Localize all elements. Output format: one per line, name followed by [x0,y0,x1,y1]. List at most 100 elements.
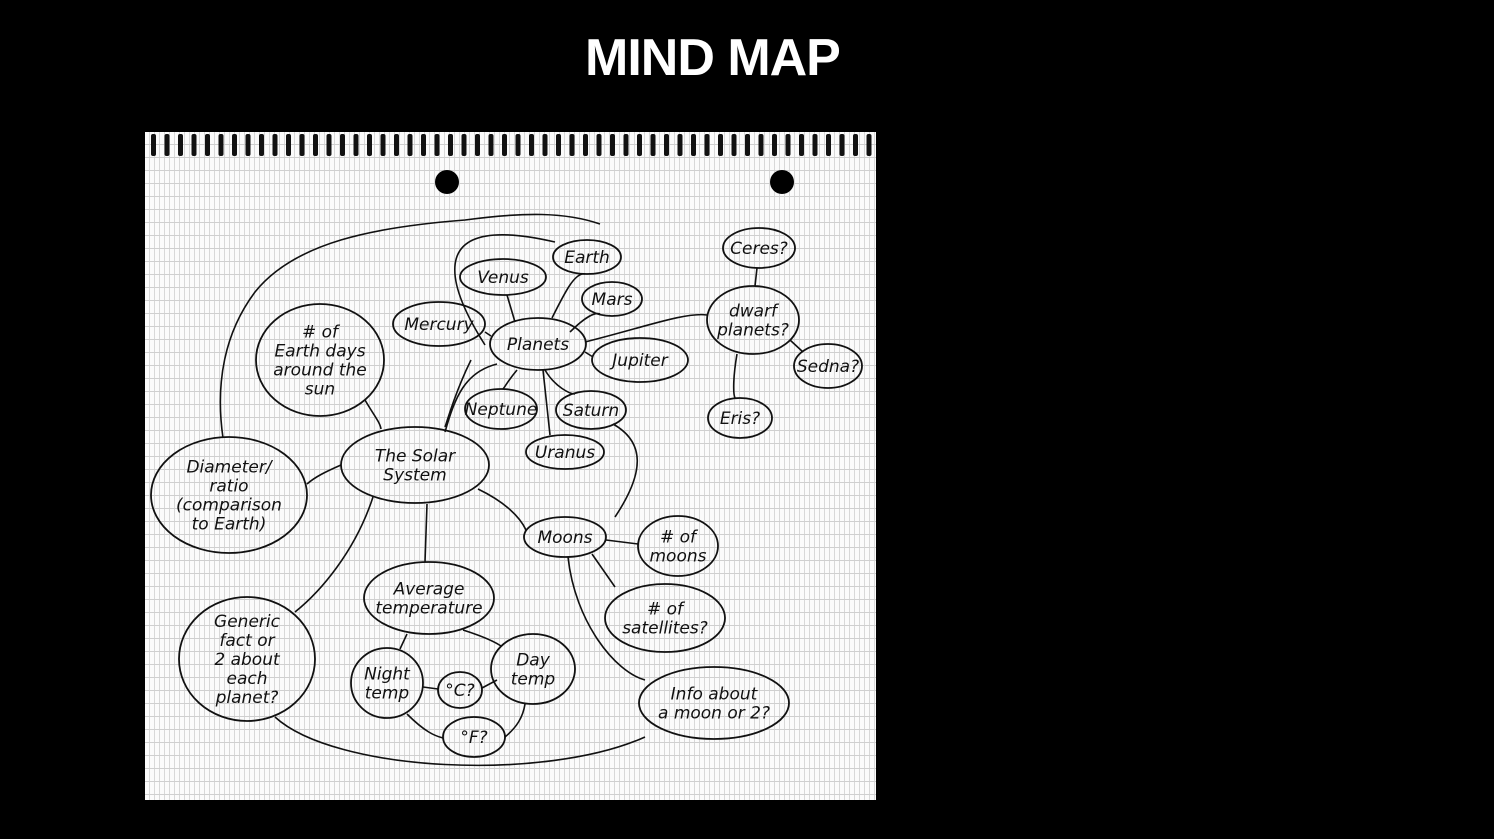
spiral-ring [866,134,872,156]
node-uranus: Uranus [525,434,605,470]
node-label: planet? [215,688,279,708]
node-label: °F? [460,728,487,748]
node-label: Jupiter [609,351,668,371]
node-bubble [255,303,385,417]
node-fahrenheit: °F? [442,716,506,758]
connector-line [399,633,408,650]
node-celsius: °C? [437,671,483,709]
node-label: Venus [477,268,529,288]
spiral-ring [502,134,507,156]
spiral-ring [421,134,426,156]
connector-line [462,629,502,647]
node-sedna: Sedna? [793,343,863,389]
node-bubble [604,583,726,653]
spiral-ring [677,134,683,156]
node-label: °C? [445,681,474,701]
spiral-ring [839,134,845,156]
spiral-ring [205,134,210,156]
connector-line [605,539,639,545]
spiral-ring [664,134,669,156]
node-bubble [591,337,689,383]
spiral-ring [191,134,197,156]
node-label: Saturn [563,401,619,421]
spiral-ring [218,134,224,156]
connector-line [484,331,492,337]
node-label: Neptune [465,400,538,420]
punch-hole [770,170,794,194]
spiral-ring [704,134,710,156]
node-label: around the [273,361,366,381]
node-label: sun [305,380,335,400]
node-label: (comparison [176,496,282,516]
spiral-ring [164,134,170,156]
node-label: 2 about [214,650,281,670]
node-moons: Moons [523,516,607,558]
spiral-ring [731,134,737,156]
connector-line [542,369,551,436]
spiral-ring [637,134,642,156]
node-bubble [442,716,506,758]
spiral-ring [475,134,480,156]
spiral-ring [569,134,575,156]
spiral-ring [461,134,467,156]
node-label: Mercury [404,315,474,335]
spiral-ring [299,134,305,156]
node-ceres: Ceres? [722,227,796,269]
spiral-ring [367,134,372,156]
spiral-binding [151,134,872,156]
spiral-ring [650,134,656,156]
node-bubble [464,388,538,430]
connector-line [444,363,498,433]
spiral-ring [529,134,534,156]
node-label: Day [516,651,551,671]
spiral-ring [151,134,156,156]
node-label: Uranus [535,443,595,463]
spiral-ring [353,134,359,156]
node-label: Moons [537,528,592,548]
node-bubble [525,434,605,470]
node-bubble [150,436,308,554]
node-label: moons [650,547,707,567]
node-label: fact or [219,631,275,651]
node-neptune: Neptune [464,388,538,430]
spiral-ring [556,134,561,156]
connector-line [219,213,601,439]
spiral-ring [286,134,291,156]
node-bubble [523,516,607,558]
node-bubble [363,561,495,635]
spiral-ring [515,134,521,156]
connector-line [444,359,472,428]
spiral-ring [178,134,183,156]
connector-line [591,553,616,588]
node-bubble [490,633,576,705]
node-venus: Venus [459,258,547,296]
connector-line [477,488,527,531]
connector-line [789,339,804,353]
connector-line [294,496,374,613]
spiral-ring [232,134,237,156]
node-label: ratio [209,477,248,497]
node-eris: Eris? [707,397,773,439]
node-label: Eris? [720,409,760,429]
spiral-ring [691,134,696,156]
spiral-ring [758,134,764,156]
connector-line [584,313,708,343]
node-bubble [489,317,587,371]
node-label: Mars [592,290,633,310]
node-planets: Planets [489,317,587,371]
spiral-ring [434,134,440,156]
connector-line [364,399,382,430]
node-bubble [706,285,800,355]
node-bubble [459,258,547,296]
node-label: dwarf [729,302,780,322]
spiral-ring [772,134,777,156]
node-bubble [437,671,483,709]
connector-line [306,464,342,485]
